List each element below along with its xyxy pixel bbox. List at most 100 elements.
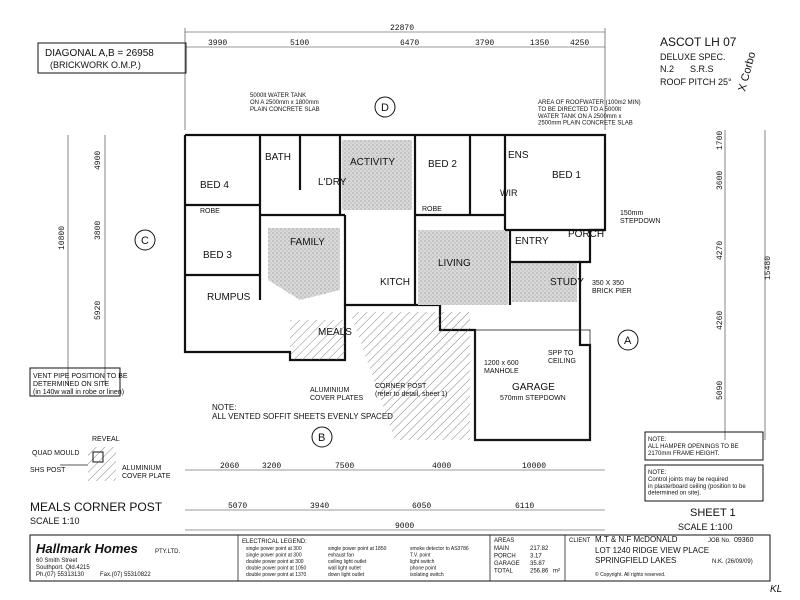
suburb: SPRINGFIELD LAKES	[595, 556, 676, 565]
room-ens: ENS	[508, 150, 529, 161]
room-study: STUDY	[550, 277, 584, 288]
legend-item: single power point at 1850	[328, 546, 387, 552]
dim-bot-4: 10000	[522, 462, 546, 471]
room-garage: GARAGE	[512, 382, 555, 393]
dim-bot-1: 3200	[262, 462, 281, 471]
sheet-scale: SCALE 1:100	[678, 522, 733, 532]
legend-item: double power point at 300	[246, 559, 304, 565]
dim-top-3: 3790	[475, 39, 494, 48]
company-ptyltd: PTY.LTD.	[155, 549, 180, 555]
right-dimensions: 15480 1700 3600 4270 4260 5090	[716, 130, 773, 440]
areas-title: AREAS	[494, 538, 514, 544]
dim-right-1: 3600	[716, 171, 725, 190]
legend-item: double power point at 1370	[246, 572, 307, 578]
top-dimensions: 22870 3990 5100 6470 3790 1350 4250	[184, 24, 606, 130]
dim-bot2-2: 6050	[412, 502, 431, 511]
room-labels: BATH L'DRY ACTIVITY BED 2 ENS BED 1 BED …	[200, 150, 604, 402]
legend-title: ELECTRICAL LEGEND:	[242, 539, 307, 545]
area-label: MAIN	[494, 546, 509, 552]
dim-right-total: 15480	[764, 256, 773, 280]
detail-quad: QUAD MOULD	[32, 450, 79, 457]
interior-walls	[185, 135, 605, 305]
dim-bot-2: 7500	[335, 462, 354, 471]
dim-top-1: 5100	[290, 39, 309, 48]
room-rumpus: RUMPUS	[207, 292, 251, 303]
note-soffit: NOTE:ALL VENTED SOFFIT SHEETS EVENLY SPA…	[212, 403, 393, 421]
company-fax: Fax.(07) 55310822	[100, 572, 151, 578]
nk-note: N.K. (26/09/09)	[712, 559, 753, 565]
handwritten-note: X Corbo	[736, 51, 758, 93]
section-markers: A B C D	[134, 96, 639, 448]
room-kitch: KITCH	[380, 277, 410, 288]
room-entry: ENTRY	[515, 236, 549, 247]
detail-reveal: REVEAL	[92, 436, 120, 443]
family-shading	[268, 228, 340, 300]
room-robe1: ROBE	[200, 208, 220, 215]
room-bed4: BED 4	[200, 180, 229, 191]
company-phone: Ph.(07) 55313130	[36, 572, 85, 578]
bottom-dimensions: 2060 3200 7500 4000 10000 5070 3940 6050…	[185, 462, 605, 531]
dim-bot-3: 4000	[432, 462, 451, 471]
corner-initials: KL	[770, 584, 782, 595]
room-ldry: L'DRY	[318, 177, 347, 188]
model-spec: DELUXE SPEC.	[660, 52, 726, 62]
dim-left-0: 4900	[94, 151, 103, 170]
dim-bot-0: 2060	[220, 462, 239, 471]
area-value: 3.17	[530, 554, 542, 560]
legend-item: phone point	[410, 566, 437, 572]
room-bed1: BED 1	[552, 170, 581, 181]
room-bath: BATH	[265, 152, 291, 163]
legend-item: light switch	[410, 559, 435, 565]
dim-bot2-4: 9000	[395, 522, 414, 531]
activity-shading	[342, 140, 412, 210]
marker-d: D	[381, 102, 389, 114]
brickwork-text: (BRICKWORK O.M.P.)	[50, 60, 141, 70]
area-label: PORCH	[494, 554, 516, 560]
room-porch: PORCH	[568, 229, 604, 240]
n2-text: N.2	[660, 64, 674, 74]
dim-right-0: 1700	[716, 131, 725, 150]
job-number: 09360	[734, 537, 754, 544]
company-logo: Hallmark Homes	[36, 541, 138, 556]
dim-left-2: 5920	[94, 301, 103, 320]
detail-shs: SHS POST	[30, 467, 66, 474]
area-value: 256.86	[530, 569, 549, 575]
room-wir: WIR	[500, 188, 518, 198]
area-value: 35.87	[530, 561, 546, 567]
srs-text: S.R.S	[690, 64, 714, 74]
marker-a: A	[624, 335, 632, 347]
garage-hatch	[350, 312, 470, 440]
note-roof-water: AREA OF ROOFWATER (100m2 MIN)TO BE DIREC…	[538, 100, 641, 127]
study-shading	[512, 262, 577, 302]
legend-item: smoke detector to AS3786	[410, 546, 469, 552]
dim-top-5: 4250	[570, 39, 589, 48]
room-living: LIVING	[438, 258, 471, 269]
room-bed2: BED 2	[428, 159, 457, 170]
dim-top-4: 1350	[530, 39, 549, 48]
legend-item: T.V. point	[410, 553, 431, 559]
marker-c: C	[141, 235, 149, 247]
dim-right-2: 4270	[716, 241, 725, 260]
copyright: © Copyright. All rights reserved.	[595, 571, 665, 578]
legend-item: down light outlet	[328, 572, 365, 578]
model-header: ASCOT LH 07 DELUXE SPEC. N.2 S.R.S ROOF …	[660, 35, 758, 93]
room-garage-step: 570mm STEPDOWN	[500, 395, 566, 402]
left-dimensions: 10800 4900 3800 5920	[58, 135, 106, 385]
diagonal-text: DIAGONAL A,B = 26958	[45, 48, 154, 59]
marker-b: B	[318, 432, 325, 444]
area-value: 217.82	[530, 546, 549, 552]
